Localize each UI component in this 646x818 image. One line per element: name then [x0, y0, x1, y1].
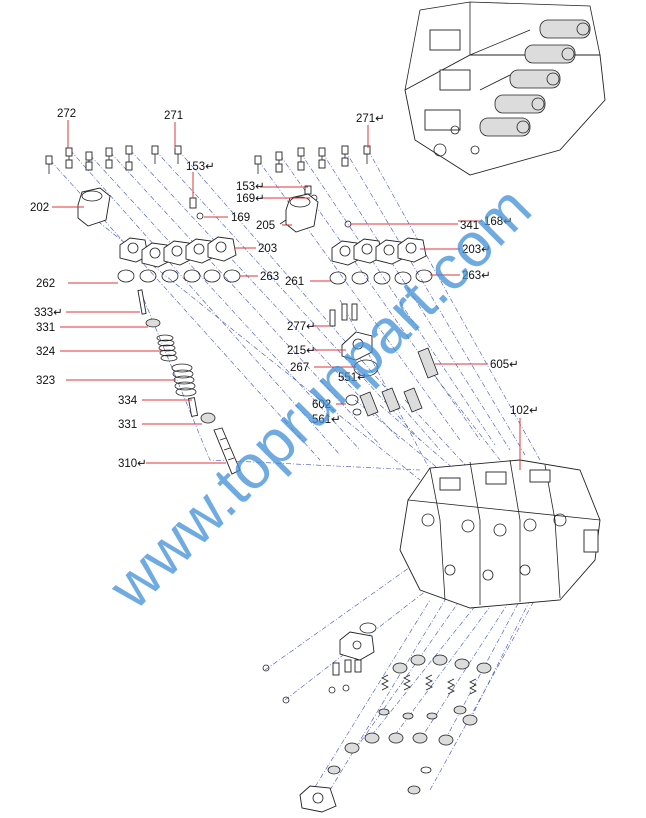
lower-parts: [262, 622, 492, 813]
label-202: 202: [30, 202, 49, 214]
label-331-lower: 331: [118, 419, 137, 431]
center-parts: [329, 303, 439, 417]
main-valve-body: [399, 459, 601, 609]
bolt-row-right: [254, 145, 371, 174]
label-333: 333↵: [34, 307, 63, 319]
label-324: 324: [36, 346, 56, 358]
label-277: 277↵: [287, 321, 316, 333]
label-272: 272: [57, 108, 76, 120]
label-203-right: 203↵: [462, 244, 491, 256]
o-rings-left: [117, 269, 241, 283]
solenoid-row-right: [331, 237, 427, 266]
cover-202: [77, 187, 111, 227]
label-605: 605↵: [490, 359, 519, 371]
spool-stack: [137, 289, 241, 475]
leader-lines: [52, 120, 521, 470]
label-203: 203: [258, 243, 277, 255]
part-labels: 272 271 271↵ 153↵ 153↵ 202 169 169↵ 205 …: [30, 108, 539, 470]
label-153-right: 153↵: [236, 181, 265, 193]
label-262: 262: [36, 278, 55, 290]
label-215: 215↵: [287, 345, 316, 357]
label-263: 263: [260, 271, 279, 283]
label-168: 168↵: [484, 216, 513, 228]
solenoid-row-left: [119, 236, 237, 268]
label-323: 323: [36, 375, 55, 387]
assembled-valve-thumbnail: [404, 1, 606, 176]
label-271-right: 271↵: [356, 113, 385, 125]
label-267: 267: [290, 362, 309, 374]
label-331: 331: [36, 322, 55, 334]
bolt-row-left: [45, 145, 182, 174]
label-261: 261: [285, 276, 304, 288]
label-341: 341: [460, 220, 479, 232]
label-153: 153↵: [186, 161, 215, 173]
label-263-right: 263↵: [462, 270, 491, 282]
label-310: 310↵: [118, 458, 147, 470]
label-271: 271: [164, 110, 183, 122]
label-205: 205: [256, 220, 275, 232]
label-169: 169: [231, 212, 250, 224]
cover-205: [279, 193, 319, 233]
label-561: 561↵: [312, 414, 341, 426]
label-169-right: 169↵: [236, 193, 265, 205]
label-102: 102↵: [510, 405, 539, 417]
label-551: 551↵: [338, 372, 367, 384]
label-602: 602: [312, 399, 331, 411]
label-334: 334: [118, 395, 138, 407]
o-rings-right: [329, 269, 433, 285]
